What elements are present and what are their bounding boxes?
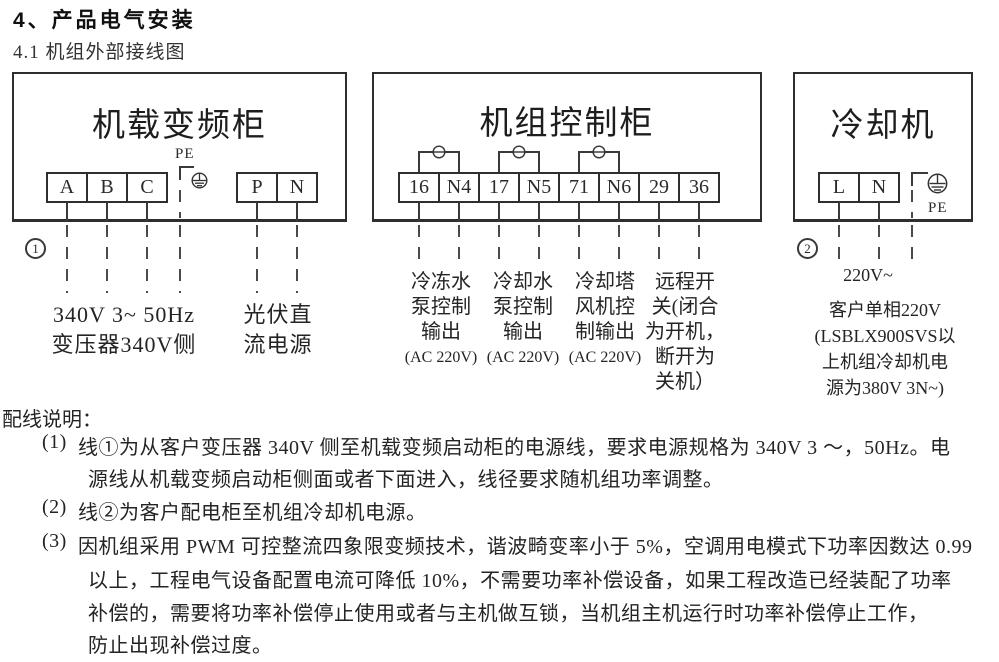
terminal-n4: N4	[438, 172, 480, 203]
terminal-71: 71	[558, 172, 600, 203]
terminal-l: L	[818, 172, 860, 203]
note-3-line1: 因机组采用 PWM 可控整流四象限变频技术，谐波畸变率小于 5%，空调用电模式下…	[78, 536, 973, 558]
loop-wire	[418, 151, 420, 173]
dashed-wire	[618, 225, 620, 263]
wire-stub	[878, 202, 880, 222]
wire-stub	[618, 202, 620, 222]
loop-wire	[538, 151, 540, 173]
note-3-line4: 防止出现补偿过度。	[88, 635, 273, 657]
control-cabinet-title: 机组控制柜	[479, 106, 655, 142]
dashed-wire	[658, 225, 660, 263]
section-title: 4、产品电气安装	[13, 9, 196, 32]
terminal-a: A	[46, 172, 88, 203]
subsection-title: 4.1 机组外部接线图	[13, 42, 186, 63]
cooling-water-pump-label: 冷却水 泵控制 输出 (AC 220V)	[486, 271, 560, 366]
pe-wire	[179, 166, 181, 180]
terminal-n2: N	[858, 172, 900, 203]
note-3-num: (3)	[42, 530, 67, 552]
pe-label-box3: PE	[928, 200, 948, 216]
remote-switch-label: 远程开 关(闭合 为开机， 断开为 关机）	[645, 271, 725, 393]
terminal-row-pn: P N	[236, 172, 318, 203]
dashed-wire	[538, 225, 540, 263]
terminal-n5: N5	[518, 172, 560, 203]
note-1-line2: 源线从机载变频启动柜侧面或者下面进入，线径要求随机组功率调整。	[88, 469, 724, 491]
pe-wire	[911, 172, 928, 174]
dashed-wire	[418, 225, 420, 263]
wire-stub	[458, 202, 460, 222]
terminal-row-ln: L N	[818, 172, 900, 203]
pv-source-label: 光伏直 流电源	[243, 302, 313, 357]
wire-stub	[538, 202, 540, 222]
power-source-label: 340V 3~ 50Hz 变压器340V侧	[51, 302, 197, 357]
terminal-36: 36	[678, 172, 720, 203]
loop-wire	[618, 151, 620, 173]
loop-wire	[458, 151, 460, 173]
dashed-wire	[106, 225, 108, 293]
ground-icon	[191, 172, 208, 189]
wire-stub	[296, 202, 298, 222]
pe-dashed-wire	[179, 190, 181, 218]
dashed-wire	[578, 225, 580, 263]
note-2-num: (2)	[42, 496, 67, 518]
dashed-wire	[698, 225, 700, 263]
dashed-wire	[66, 225, 68, 293]
dashed-wire	[878, 225, 880, 263]
dashed-wire	[838, 225, 840, 263]
voltage-label: 220V~	[843, 265, 893, 285]
dashed-wire	[296, 225, 298, 293]
terminal-b: B	[86, 172, 128, 203]
note-3-line3: 补偿的，需要将功率补偿停止使用或者与主机做互锁，当机组主机运行时功率补偿停止工作…	[88, 603, 929, 625]
terminal-29: 29	[638, 172, 680, 203]
pe-wire	[911, 172, 913, 186]
wire-number-1: 1	[25, 238, 46, 259]
cooling-power-note: 客户单相220V (LSBLX900SVS以 上机组冷却机电 源为380V 3N…	[814, 300, 956, 398]
pe-dashed-wire	[911, 190, 913, 218]
cooling-tower-fan-label: 冷却塔 风机控 制输出 (AC 220V)	[568, 271, 642, 366]
loop-wire	[578, 151, 580, 173]
wire-stub	[256, 202, 258, 222]
pe-label-box1: PE	[175, 146, 195, 162]
wire-stub	[418, 202, 420, 222]
wire-stub	[146, 202, 148, 222]
load-symbol-icon	[592, 145, 606, 159]
ground-icon	[927, 173, 948, 194]
note-1-num: (1)	[42, 431, 67, 453]
dashed-wire	[256, 225, 258, 293]
dashed-wire	[498, 225, 500, 263]
cooling-unit-title: 冷却机	[830, 108, 936, 144]
wire-stub	[106, 202, 108, 222]
terminal-17: 17	[478, 172, 520, 203]
note-1-line1: 线①为从客户变压器 340V 侧至机载变频启动柜的电源线，要求电源规格为 340…	[78, 437, 951, 459]
terminal-c: C	[126, 172, 168, 203]
load-symbol-icon	[512, 145, 526, 159]
notes-heading: 配线说明：	[2, 409, 102, 431]
terminal-p: P	[236, 172, 278, 203]
terminal-n: N	[276, 172, 318, 203]
terminal-n6: N6	[598, 172, 640, 203]
wire-stub	[66, 202, 68, 222]
pe-wire	[179, 166, 194, 168]
inverter-cabinet-title: 机载变频柜	[92, 108, 267, 144]
loop-wire	[498, 151, 500, 173]
dashed-wire	[179, 225, 181, 293]
wire-stub	[578, 202, 580, 222]
wire-stub	[698, 202, 700, 222]
dashed-wire	[146, 225, 148, 293]
load-symbol-icon	[432, 145, 446, 159]
terminal-row-abc: A B C	[46, 172, 168, 203]
note-2-line1: 线②为客户配电柜至机组冷却机电源。	[78, 502, 427, 524]
dashed-wire	[911, 225, 913, 263]
chilled-water-pump-label: 冷冻水 泵控制 输出 (AC 220V)	[404, 271, 478, 366]
dashed-wire	[458, 225, 460, 263]
wire-stub	[838, 202, 840, 222]
wire-stub	[498, 202, 500, 222]
wire-number-2: 2	[797, 238, 818, 259]
terminal-row-control: 16 N4 17 N5 71 N6 29 36	[398, 172, 720, 203]
wire-stub	[658, 202, 660, 222]
note-3-line2: 以上，工程电气设备配置电流可降低 10%，不需要功率补偿设备，如果工程改造已经装…	[88, 570, 952, 592]
terminal-16: 16	[398, 172, 440, 203]
